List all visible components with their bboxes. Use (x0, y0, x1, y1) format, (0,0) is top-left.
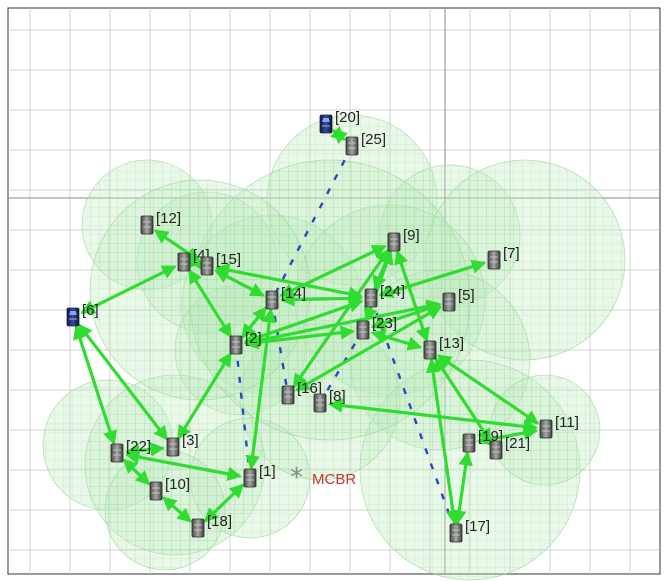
node-21[interactable]: [21] (489, 435, 530, 460)
node-22[interactable]: [22] (110, 438, 151, 463)
node-label: [21] (505, 435, 530, 452)
node-label: [20] (335, 109, 360, 126)
link-6-4 (80, 265, 177, 314)
server-icon (319, 114, 333, 134)
node-1[interactable]: [1] (243, 463, 276, 488)
link-12-15 (153, 229, 201, 262)
nodes-layer: [20][25] [12] [4] [15] [9] [7] [6] [14] [24] [5] [… (66, 109, 579, 543)
server-icon (149, 481, 163, 501)
server-icon (191, 518, 205, 538)
node-25[interactable]: [25] (345, 131, 386, 156)
node-label: [17] (465, 518, 490, 535)
server-icon (313, 393, 327, 413)
server-icon (449, 523, 463, 543)
node-9[interactable]: [9] (387, 227, 420, 252)
node-label: [23] (372, 315, 397, 332)
link-3-2 (177, 351, 232, 441)
node-20[interactable]: [20] (319, 109, 360, 134)
node-label: [24] (380, 283, 405, 300)
server-icon (110, 443, 124, 463)
link-22-3 (125, 442, 165, 458)
mcbr-label: MCBR (312, 471, 356, 488)
server-icon (387, 232, 401, 252)
node-4[interactable]: [4] (177, 247, 210, 272)
node-8[interactable]: [8] (313, 388, 346, 413)
node-label: [6] (82, 302, 99, 319)
node-14[interactable]: [14] (265, 285, 306, 310)
server-icon (166, 437, 180, 457)
link-10-18 (162, 496, 192, 523)
node-label: [10] (165, 476, 190, 493)
node-3[interactable]: [3] (166, 432, 199, 457)
server-icon (487, 250, 501, 270)
node-label: [15] (216, 251, 241, 268)
node-label: [12] (156, 210, 181, 227)
link-4-2 (188, 268, 232, 339)
link-19-17 (452, 451, 473, 525)
server-icon (243, 468, 257, 488)
node-13[interactable]: [13] (423, 335, 464, 360)
node-label: [16] (297, 380, 322, 397)
node-10[interactable]: [10] (149, 476, 190, 501)
node-5[interactable]: [5] (442, 287, 475, 312)
link-1-14 (245, 308, 277, 470)
node-23[interactable]: [23] (356, 315, 397, 340)
node-label: [11] (555, 414, 579, 431)
link-18-1 (203, 483, 245, 523)
coverage-range-mesh (104, 449, 226, 571)
link-16-5 (295, 305, 442, 392)
node-24[interactable]: [24] (364, 283, 405, 308)
node-2[interactable]: [2] (229, 330, 262, 355)
node-label: [2] (245, 330, 262, 347)
node-label: [13] (439, 335, 464, 352)
communication-links (73, 125, 540, 525)
server-icon (462, 433, 476, 453)
node-17[interactable]: [17] (449, 518, 490, 543)
node-15[interactable]: [15] (200, 251, 241, 276)
dashed-link (234, 344, 252, 479)
server-icon (265, 290, 279, 310)
server-icon (140, 215, 154, 235)
link-6-22 (73, 324, 117, 446)
node-11[interactable]: [11] (539, 414, 579, 439)
node-label: [18] (207, 513, 232, 530)
node-12[interactable]: [12] (140, 210, 181, 235)
node-7[interactable]: [7] (487, 245, 520, 270)
node-16[interactable]: [16] (281, 380, 322, 405)
node-label: [22] (126, 438, 151, 455)
node-label: [25] (361, 131, 386, 148)
server-icon (423, 340, 437, 360)
node-18[interactable]: [18] (191, 513, 232, 538)
mcbr-marker[interactable]: * MCBR (290, 463, 356, 493)
link-8-11 (328, 398, 538, 434)
node-label: [5] (458, 287, 475, 304)
link-20-25 (330, 125, 348, 145)
node-label: [8] (329, 388, 346, 405)
server-icon (200, 256, 214, 276)
server-icon (281, 385, 295, 405)
server-icon (229, 335, 243, 355)
server-icon (356, 320, 370, 340)
link-1-22 (124, 450, 243, 481)
node-6[interactable]: [6] (66, 302, 99, 327)
link-15-14 (214, 269, 265, 297)
server-icon (442, 292, 456, 312)
link-22-10 (122, 458, 151, 486)
server-icon (539, 419, 553, 439)
server-icon (177, 252, 191, 272)
node-label: [14] (281, 285, 306, 302)
server-icon (364, 288, 378, 308)
node-label: [7] (503, 245, 520, 262)
server-icon (345, 136, 359, 156)
node-label: [1] (259, 463, 276, 480)
server-icon (489, 440, 503, 460)
node-label: [9] (403, 227, 420, 244)
node-label: [3] (182, 432, 199, 449)
mcbr-star-icon: * (290, 463, 303, 493)
server-icon (66, 307, 80, 327)
